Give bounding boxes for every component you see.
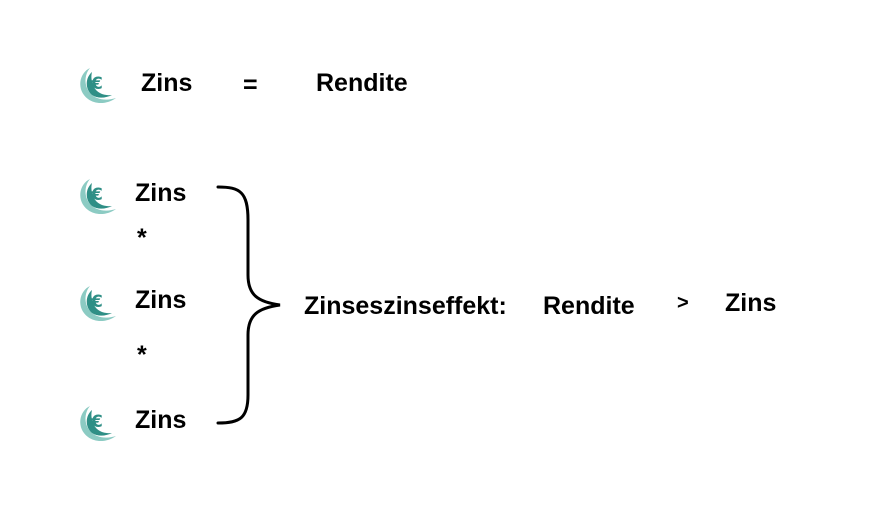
stack-zins-1: Zins: [135, 179, 187, 207]
multiply-symbol-1: *: [137, 224, 147, 252]
euro-swoosh-icon: [76, 62, 120, 106]
euro-swoosh-icon: [76, 173, 120, 217]
top-rendite-label: Rendite: [316, 69, 408, 97]
multiply-symbol-2: *: [137, 341, 147, 369]
curly-brace: [216, 185, 281, 425]
stack-zins-2: Zins: [135, 286, 187, 314]
euro-swoosh-icon: [76, 280, 120, 324]
zinseszinseffekt-label: Zinseszinseffekt:: [304, 292, 507, 320]
result-rendite-label: Rendite: [543, 292, 635, 320]
greater-than-sign: >: [677, 292, 689, 314]
euro-swoosh-icon: [76, 400, 120, 444]
stack-zins-3: Zins: [135, 406, 187, 434]
equals-sign: =: [243, 71, 258, 99]
top-zins-label: Zins: [141, 69, 193, 97]
result-zins-label: Zins: [725, 289, 777, 317]
